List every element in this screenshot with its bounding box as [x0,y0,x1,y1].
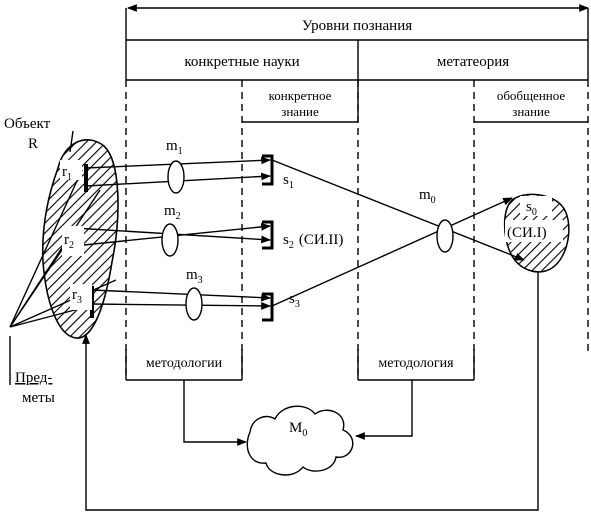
method-m0-lens [436,219,454,253]
methodology-label: методология [378,356,454,371]
m0-cloud [246,405,354,476]
object-label-line1: Объект [4,116,51,132]
column-guides [125,80,589,380]
model-r1-label: r1 [62,164,72,183]
result-s1-label: s1 [283,172,294,191]
header-metatheory: метатеория [437,54,509,70]
method-m3-label: m3 [186,267,203,286]
method-m0-label: m0 [419,187,436,206]
methodology-to-m0-arrow [355,380,413,440]
concrete-knowledge-line1: конкретное [269,88,332,103]
subjects-label-line1: Пред- [15,370,52,386]
header-title: Уровни познания [302,18,412,34]
methodologies-to-m0-arrow [183,380,247,446]
feedback-loop-arrow [82,272,539,511]
header-concrete-sciences: конкретные науки [184,54,299,70]
method-m1-label: m1 [166,138,183,157]
method-m2-label: m2 [164,203,181,222]
concrete-knowledge-line2: знание [281,104,319,119]
general-knowledge-line2: знание [512,104,550,119]
method-m2-lens [161,223,179,257]
result-s2-bracket [262,220,274,250]
general-knowledge-line1: обобщенное [497,88,566,103]
result-s0-label: s0 [526,199,537,218]
result-s3-label: s3 [289,291,300,310]
method-m3-lens [185,287,203,321]
result-s2-label: s2(СИ.II) [283,232,343,251]
result-s3-bracket [262,292,274,322]
methodologies-label: методологии [146,356,223,371]
model-r2-label: r2 [64,232,74,251]
object-label-line2: R [28,136,38,152]
center-m0-label: M0 [289,420,307,439]
subjects-label-line2: меты [22,390,55,406]
result-s0-note: (СИ.I) [507,225,547,241]
result-s1-bracket [262,154,274,186]
method-m1-lens [167,160,185,194]
model-r3-label: r3 [72,287,82,306]
